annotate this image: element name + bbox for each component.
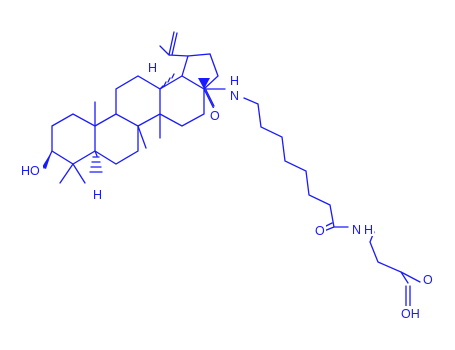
alkyl-chain (243, 97, 349, 228)
amide-o-2-label: O (315, 224, 325, 238)
hash-h18 (159, 73, 175, 90)
acid-o-label: O (423, 273, 433, 287)
isopropenyl (159, 31, 189, 57)
hash-h5 (89, 150, 103, 173)
amide-n-1-label: N (230, 89, 239, 103)
amide-nh-2-label: H (364, 223, 373, 237)
amide-n-2-label: N (352, 223, 361, 237)
amide-nh-1-label: H (230, 74, 239, 88)
ring-a (51, 113, 96, 165)
wedge-c17 (198, 78, 210, 89)
stereo-bonds (42, 73, 210, 173)
ring-e (181, 53, 219, 90)
methyl-groups (59, 101, 161, 184)
ring-c (115, 75, 161, 127)
acid-chain (369, 231, 409, 284)
acid-oh-label: OH (401, 307, 420, 321)
atom-labels: HO H H H N O O N H O OH (19, 60, 434, 321)
hydroxyl-label: HO (21, 164, 40, 178)
h18-label: H (148, 61, 157, 75)
wedge-c3 (42, 151, 52, 169)
ring-d (159, 75, 205, 127)
amide-1 (203, 88, 226, 112)
ring-b (94, 113, 139, 165)
amide-o-1-label: O (210, 109, 220, 123)
h5-label: H (93, 188, 102, 202)
carboxyl (400, 271, 421, 308)
